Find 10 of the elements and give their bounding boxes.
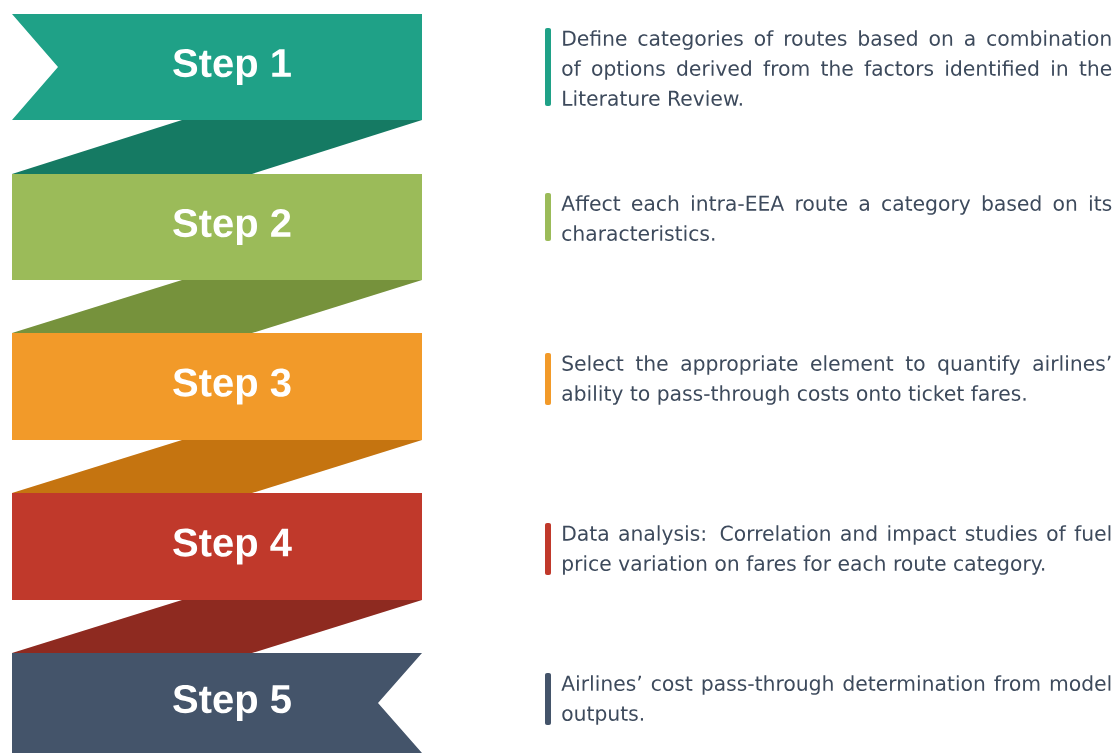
description-text: Define categories of routes based on a combination of options derived from the factors identified in the Literature Review. <box>562 30 1112 106</box>
description-text: Affect each intra-EEA route a category based on its characteristics. <box>561 195 1112 241</box>
description-text: Select the appropriate element to quantify airlines’ ability to pass-through costs onto ticket fares. <box>562 355 1111 405</box>
ribbon-band: Step 1 <box>12 14 422 174</box>
ribbon-band: Step 5 <box>12 653 422 753</box>
description-text: Airlines’ cost pass-through determination from model outputs. <box>561 675 1111 725</box>
description-text: Data analysis: Correlation and impact studies of fuel price variation on fares for each route category. <box>563 525 1111 575</box>
ribbon-band: Step 3 <box>12 333 422 493</box>
ribbon-band: Step 4 <box>12 493 422 653</box>
ribbon-band: Step 2 <box>12 174 422 333</box>
